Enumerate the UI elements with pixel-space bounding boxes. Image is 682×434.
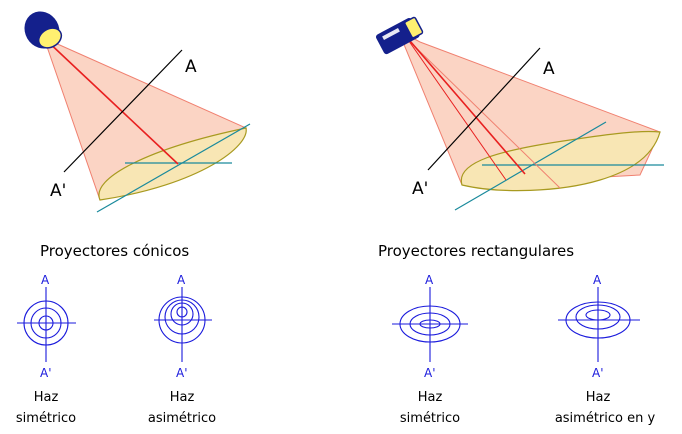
rectangular-symmetric-label-line1: Haz [418,390,443,405]
conic-symmetric-label-a: A [41,273,50,287]
conic-symmetric-isocandela [17,287,76,362]
conic-asymmetric-label-line1: Haz [170,390,195,405]
rectangular-asymmetric-isocandela [558,287,640,362]
rectangular-symmetric-label-a-prime: A' [424,366,436,380]
rectangular-symmetric-label-a: A [425,273,434,287]
conic-symmetric-label-line1: Haz [34,390,59,405]
rectangular-lamp-icon [375,16,424,55]
rectangular-asymmetric-label-a-prime: A' [592,366,604,380]
conic-section-line [63,49,183,173]
rectangular-symmetric-isocandela [392,287,468,362]
rectangular-plane-line-diagonal [454,121,607,211]
rectangular-symmetric-label-line2: simétrico [400,411,460,426]
conic-asymmetric-label-a-prime: A' [176,366,188,380]
conic-label-a-prime: A' [50,181,66,201]
rectangular-section-line [427,47,541,171]
rectangular-caption: Proyectores rectangulares [378,242,574,260]
conic-lamp-icon [24,11,63,49]
rectangular-asymmetric-label-line1: Haz [586,390,611,405]
conic-symmetric-label-a-prime: A' [40,366,52,380]
rectangular-label-a-prime: A' [412,179,428,199]
rectangular-label-a: A [543,59,555,79]
conic-plane-line-diagonal [96,123,251,213]
rectangular-asymmetric-label-line2: asimétrico en y [555,411,656,426]
rectangular-projector-figure: A A' [375,16,664,211]
conic-label-a: A [185,57,197,77]
conic-asymmetric-label-line2: asimétrico [148,411,216,426]
conic-projector-figure: A A' [24,11,251,213]
rectangular-beam-axis-2 [403,33,507,181]
conic-symmetric-label-line2: simétrico [16,411,76,426]
conic-beam-axis [43,37,179,165]
conic-caption: Proyectores cónicos [40,242,189,260]
conic-asymmetric-isocandela [154,287,212,362]
rectangular-asymmetric-label-a: A [593,273,602,287]
rectangular-beam-axis-1 [403,33,526,175]
conic-asymmetric-label-a: A [177,273,186,287]
conic-illuminated-area [98,127,247,201]
